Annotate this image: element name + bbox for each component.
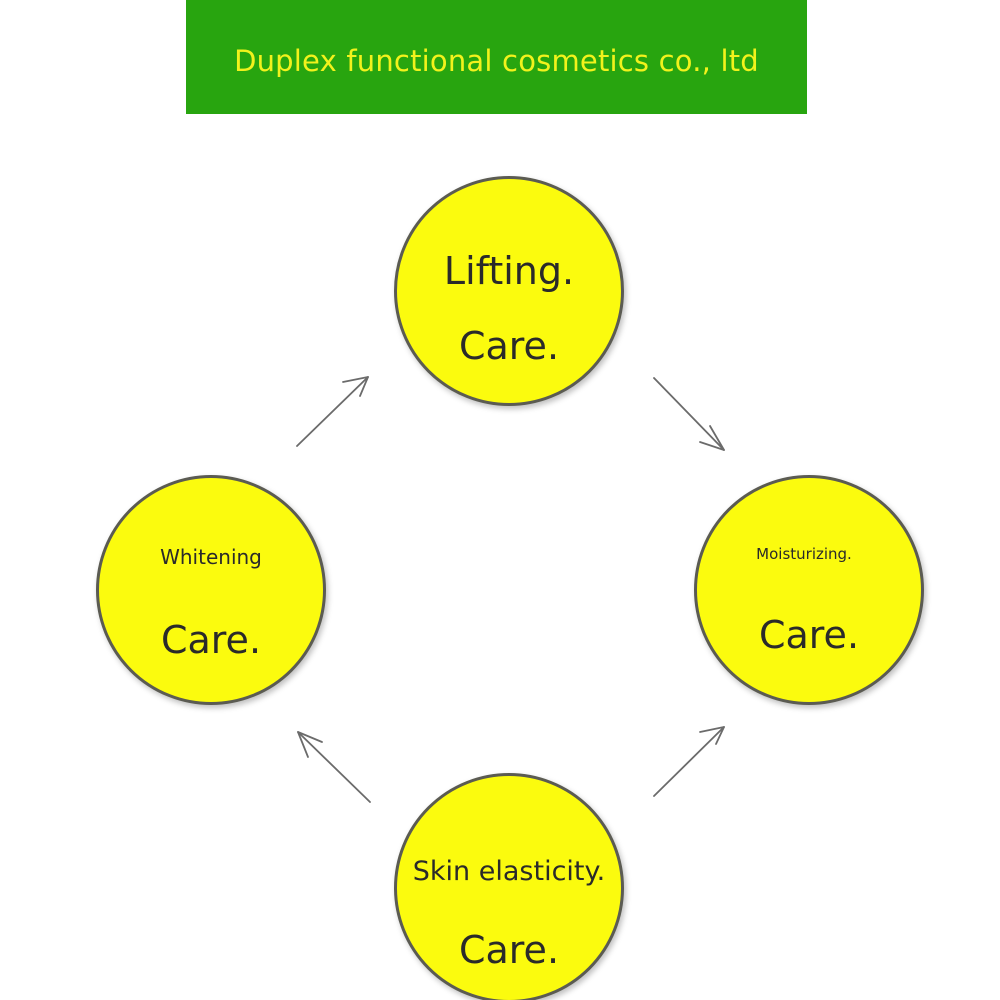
arrow-elasticity-to-whitening [297,731,371,803]
node-whitening-care-label: Care. [160,618,262,662]
node-elasticity-label: Skin elasticity. [412,856,606,887]
node-elasticity-care-label: Care. [458,928,560,972]
arrow-lifting-to-moisturizing [653,377,725,451]
node-lifting-label: Lifting. [443,249,575,293]
node-whitening-label: Whitening [160,545,262,569]
node-whitening-care: Whitening Care. [96,475,326,705]
node-lifting-care-label: Care. [458,324,560,368]
company-name: Duplex functional cosmetics co., ltd [234,44,759,78]
arrow-whitening-to-lifting [296,376,369,447]
node-moisturizing-care: Moisturizing. Care. [694,475,924,705]
node-moisturizing-care-label: Care. [758,613,860,657]
company-banner: Duplex functional cosmetics co., ltd [186,0,807,114]
node-moisturizing-label: Moisturizing. [756,545,852,563]
node-skin-elasticity-care: Skin elasticity. Care. [394,773,624,1000]
node-lifting-care: Lifting. Care. [394,176,624,406]
arrow-moisturizing-to-elasticity [653,726,725,797]
